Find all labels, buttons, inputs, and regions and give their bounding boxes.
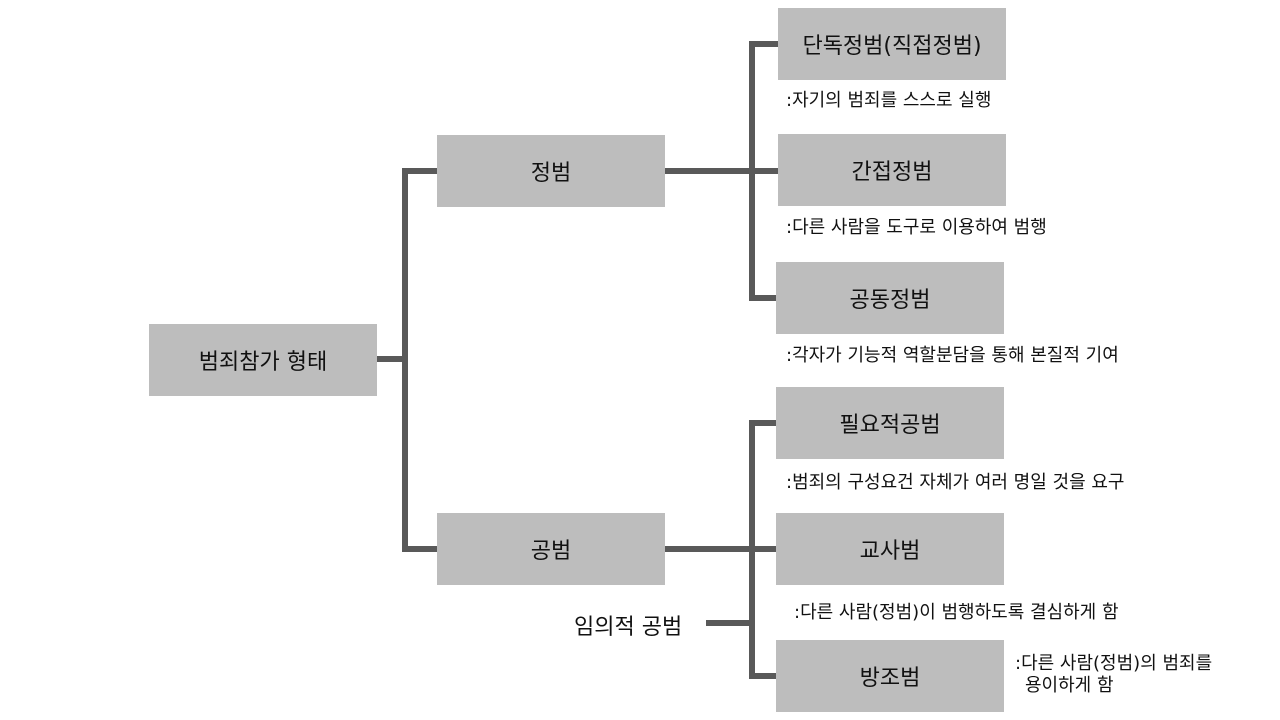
desc-bangjobeom-line2: 용이하게 함 [1025,675,1114,696]
desc-bangjobeom: :다른 사람(정범)의 범죄를 용이하게 함 [1015,653,1212,697]
node-ganjeop-jeongbeom: 간접정범 [778,134,1006,206]
node-gongdong-jeongbeom-label: 공동정범 [849,288,931,313]
label-imuijeok-gongbeom: 임의적 공범 [574,615,683,640]
node-danok-jeongbeom-label: 단독정범(직접정범) [802,34,982,59]
node-jeongbeom: 정범 [437,135,665,207]
node-danok-jeongbeom: 단독정범(직접정범) [778,8,1006,80]
desc-gyosabeom: :다른 사람(정범)이 범행하도록 결심하게 함 [794,602,1119,623]
node-ganjeop-jeongbeom-label: 간접정범 [851,160,933,185]
desc-ganjeop-jeongbeom: :다른 사람을 도구로 이용하여 범행 [786,217,1047,238]
node-root-label: 범죄참가 형태 [198,350,328,375]
desc-gongdong-jeongbeom: :각자가 기능적 역할분담을 통해 본질적 기여 [786,345,1119,366]
desc-pilyojeok-gongbeom: :범죄의 구성요건 자체가 여러 명일 것을 요구 [786,472,1125,493]
node-gyosabeom: 교사범 [776,513,1004,585]
desc-bangjobeom-line1: :다른 사람(정범)의 범죄를 [1015,653,1213,674]
node-pilyojeok-gongbeom-label: 필요적공범 [839,413,941,438]
node-jeongbeom-label: 정범 [530,161,572,186]
node-bangjobeom: 방조범 [776,640,1004,712]
desc-danok-jeongbeom: :자기의 범죄를 스스로 실행 [786,90,992,111]
node-bangjobeom-label: 방조범 [859,666,921,691]
node-gongbeom: 공범 [437,513,665,585]
node-pilyojeok-gongbeom: 필요적공범 [776,387,1004,459]
node-gongdong-jeongbeom: 공동정범 [776,262,1004,334]
node-gyosabeom-label: 교사범 [859,539,921,564]
node-gongbeom-label: 공범 [530,539,572,564]
node-root: 범죄참가 형태 [149,324,377,396]
